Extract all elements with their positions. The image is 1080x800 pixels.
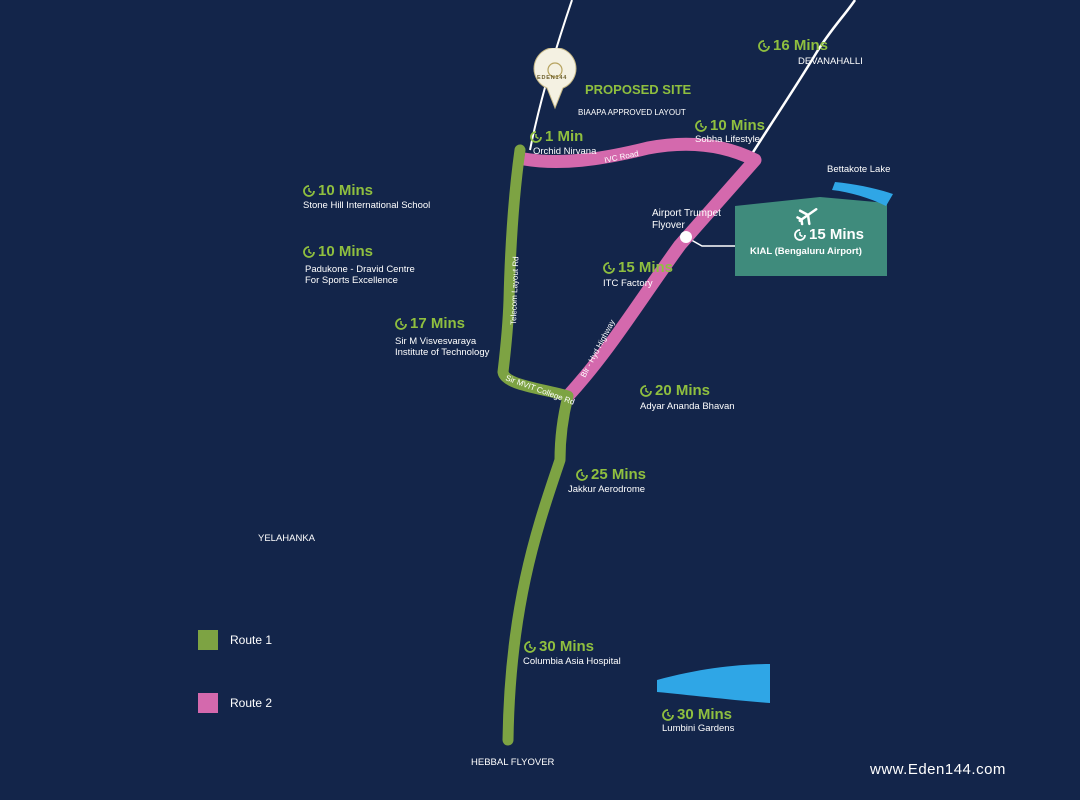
trumpet-label-line2: Flyover — [652, 220, 685, 231]
clock-icon — [794, 228, 806, 241]
sobha-name: Sobha Lifestyle — [695, 134, 760, 145]
itc-time: 15 Mins — [603, 259, 673, 276]
mvit-name-line1: Sir M Visvesvaraya — [395, 336, 477, 347]
road-devanahalli-white — [746, 0, 857, 161]
airport-area-top — [735, 197, 887, 212]
bettakote-label: Bettakote Lake — [827, 164, 891, 175]
mvit-time: 17 Mins — [395, 315, 465, 332]
logo-text: EDEN144 — [537, 75, 568, 81]
jakkur-time: 25 Mins — [576, 466, 646, 483]
eden144-logo-pin — [533, 48, 577, 110]
proposed-site-subtitle: BIAAPA APPROVED LAYOUT — [578, 108, 686, 117]
devanahalli-time: 16 Mins — [758, 37, 828, 54]
jakkur-name: Jakkur Aerodrome — [568, 484, 646, 495]
clock-icon — [603, 261, 615, 274]
bettakote-lake-shape — [832, 182, 893, 206]
orchid-time: 1 Min — [530, 128, 583, 145]
columbia-time: 30 Mins — [524, 638, 594, 655]
legend-swatch-route1 — [198, 630, 218, 650]
clock-icon — [303, 184, 315, 197]
clock-icon — [395, 317, 407, 330]
orchid-name: Orchid Nirvana — [533, 146, 597, 157]
lumbini-lake-shape — [657, 664, 770, 703]
mvit-name-line2: Institute of Technology — [395, 347, 490, 358]
clock-icon — [524, 640, 536, 653]
legend-label-route1: Route 1 — [230, 633, 273, 647]
lumbini-name: Lumbini Gardens — [662, 723, 735, 734]
padukone-time: 10 Mins — [303, 243, 373, 260]
hebbal-label: HEBBAL FLYOVER — [471, 757, 555, 768]
clock-icon — [530, 130, 542, 143]
padukone-name-line1: Padukone - Dravid Centre — [305, 264, 415, 275]
website-url: www.Eden144.com — [870, 761, 1006, 778]
adyar-name: Adyar Ananda Bhavan — [640, 401, 735, 412]
clock-icon — [640, 384, 652, 397]
road-label-telecom: Telecom Layout Rd — [509, 256, 520, 325]
stonehill-name: Stone Hill International School — [303, 200, 431, 211]
route1-path — [497, 144, 574, 746]
clock-icon — [662, 708, 674, 721]
itc-name: ITC Factory — [603, 278, 653, 289]
kial-name: KIAL (Bengaluru Airport) — [750, 246, 862, 257]
clock-icon — [758, 39, 770, 52]
sobha-time: 10 Mins — [695, 117, 765, 134]
devanahalli-name: DEVANAHALLI — [798, 56, 863, 67]
adyar-time: 20 Mins — [640, 382, 710, 399]
kial-time: 15 Mins — [794, 226, 864, 243]
clock-icon — [303, 245, 315, 258]
stonehill-time: 10 Mins — [303, 182, 373, 199]
trumpet-flyover-dot — [680, 231, 692, 243]
yelahanka-label: YELAHANKA — [258, 533, 316, 544]
clock-icon — [576, 468, 588, 481]
columbia-name: Columbia Asia Hospital — [523, 656, 621, 667]
legend-label-route2: Route 2 — [230, 696, 273, 710]
padukone-name-line2: For Sports Excellence — [305, 275, 398, 286]
airplane-icon — [796, 208, 818, 226]
lumbini-time: 30 Mins — [662, 706, 732, 723]
clock-icon — [695, 119, 707, 132]
proposed-site-title: PROPOSED SITE — [585, 82, 692, 97]
trumpet-label-line1: Airport Trumpet — [652, 208, 721, 219]
airport-area — [735, 206, 887, 276]
legend-swatch-route2 — [198, 693, 218, 713]
route2-path — [522, 137, 762, 401]
